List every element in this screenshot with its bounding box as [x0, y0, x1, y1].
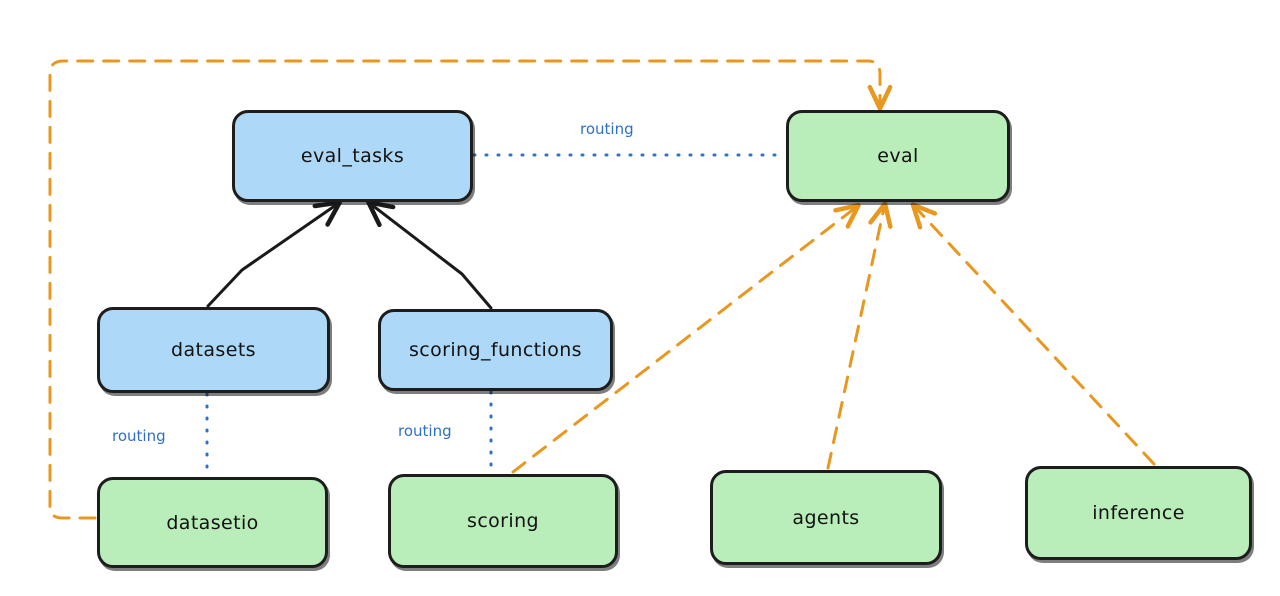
edge-agents-to-eval: [826, 201, 893, 470]
node-label-scoring: scoring: [467, 510, 539, 532]
node-eval[interactable]: eval: [786, 110, 1010, 202]
edge-scoring-to-eval: [511, 203, 861, 474]
node-scoring[interactable]: scoring: [388, 474, 618, 568]
edge-scoring-functions-to-eval-tasks: [366, 200, 493, 310]
edge-label-routing-eval-tasks-eval: routing: [580, 120, 634, 138]
node-scoring-functions[interactable]: scoring_functions: [378, 309, 613, 391]
edge-datasetio-to-eval: [48, 59, 893, 520]
node-eval-tasks[interactable]: eval_tasks: [232, 110, 473, 202]
node-label-inference: inference: [1092, 502, 1185, 524]
node-datasets[interactable]: datasets: [97, 307, 330, 393]
node-label-datasetio: datasetio: [166, 511, 259, 534]
node-label-datasets: datasets: [171, 339, 256, 361]
node-agents[interactable]: agents: [710, 470, 942, 565]
edge-datasets-to-eval-tasks: [206, 200, 342, 308]
edge-label-routing-scoring-functions-scoring: routing: [398, 422, 452, 440]
edge-label-routing-datasets-datasetio: routing: [112, 427, 166, 445]
node-datasetio[interactable]: datasetio: [97, 477, 328, 568]
edge-inference-to-eval: [910, 202, 1156, 466]
node-label-eval-tasks: eval_tasks: [300, 145, 405, 167]
node-label-agents: agents: [792, 506, 860, 529]
node-label-scoring-functions: scoring_functions: [409, 339, 582, 361]
node-inference[interactable]: inference: [1025, 466, 1252, 560]
node-label-eval: eval: [877, 145, 919, 167]
